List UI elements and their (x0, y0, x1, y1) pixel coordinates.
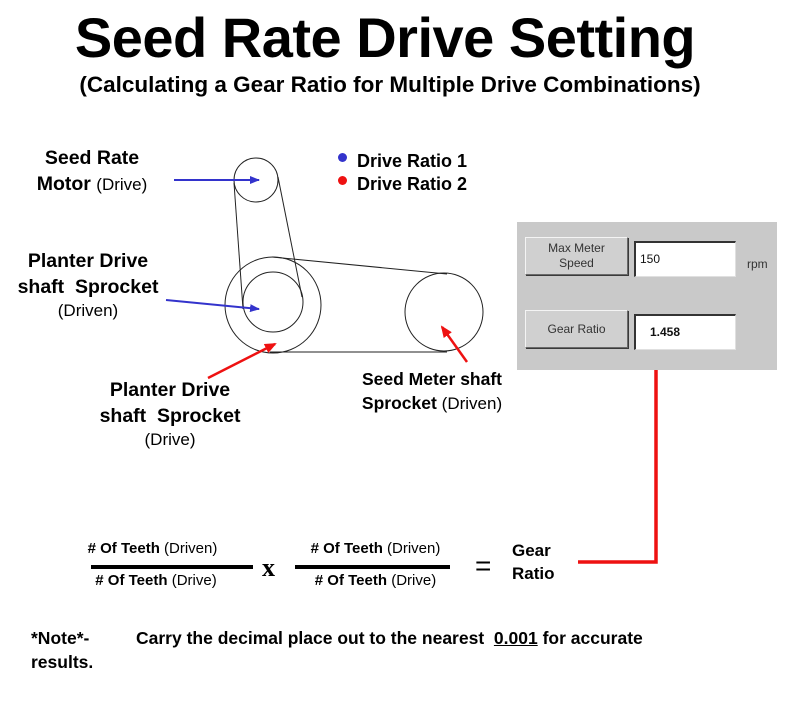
arrow-red-planter-drive (207, 342, 277, 380)
label-line: Seed Rate (44, 147, 140, 169)
legend: Drive Ratio 1 Drive Ratio 2 (338, 150, 467, 196)
label-line: shaft Sprocket (17, 276, 159, 298)
gear-ratio-field[interactable]: 1.458 (634, 314, 736, 350)
note-prefix: *Note*- (31, 628, 90, 648)
legend-item-drive-ratio-1: Drive Ratio 1 (338, 150, 467, 173)
label-line: Seed Meter shaft (361, 369, 503, 389)
rpm-unit-label: rpm (747, 257, 768, 271)
multiply-sign: x (262, 553, 275, 582)
formula-bold: # Of Teeth (310, 540, 383, 557)
fraction-2-numerator: # Of Teeth (Driven) (293, 540, 458, 557)
fraction-2-denominator: # Of Teeth (Drive) (293, 572, 458, 589)
label-line: Planter Drive (27, 250, 149, 272)
arrow-red-seed-meter (440, 325, 469, 363)
label-line: Motor (Drive) (22, 171, 162, 198)
settings-panel: Max Meter Speed 150 rpm Gear Ratio 1.458 (517, 222, 777, 370)
blue-dot-icon (338, 153, 347, 162)
formula-normal: (Driven) (164, 540, 218, 557)
note-text: for accurate (542, 628, 643, 648)
legend-item-drive-ratio-2: Drive Ratio 2 (338, 173, 467, 196)
formula-bold: # Of Teeth (314, 572, 388, 589)
gear-ratio-result: Gear Ratio (512, 539, 555, 585)
fraction-2-bar (295, 565, 450, 569)
note: *Note*- Carry the decimal place out to th… (31, 626, 751, 674)
planter-drive-sprocket-outer (224, 256, 322, 354)
formula-normal: (Driven) (387, 540, 441, 557)
seed-meter-sprocket (404, 272, 484, 352)
label-line: Planter Drive (109, 379, 231, 401)
note-line-2: results. (31, 652, 94, 672)
label-line: shaft Sprocket (99, 405, 241, 427)
label-planter-drive-driven: Planter Drive shaft Sprocket (Driven) (2, 248, 174, 322)
arrow-red-gear-ratio (578, 344, 661, 564)
formula-bold: # Of Teeth (95, 572, 168, 589)
result-line: Gear (512, 541, 551, 560)
fraction-1-denominator: # Of Teeth (Drive) (76, 572, 236, 589)
chain-line (277, 176, 303, 298)
label-line: (Drive) (144, 430, 196, 449)
note-highlight: 0.001 (493, 628, 538, 648)
planter-drive-sprocket-inner (242, 271, 304, 333)
formula-normal: (Drive) (171, 572, 217, 589)
label-line: Sprocket (Driven) (346, 391, 518, 416)
max-meter-speed-button[interactable]: Max Meter Speed (525, 237, 628, 275)
label-bold: Motor (36, 173, 91, 195)
fraction-1-bar (91, 565, 253, 569)
formula-bold: # Of Teeth (87, 540, 160, 557)
legend-label: Drive Ratio 1 (357, 151, 468, 171)
chain-line (271, 256, 448, 275)
label-seed-meter: Seed Meter shaft Sprocket (Driven) (346, 367, 518, 416)
label-seed-rate-motor: Seed Rate Motor (Drive) (22, 145, 162, 198)
chain-line (233, 182, 244, 310)
red-dot-icon (338, 176, 347, 185)
arrow-blue-planter-driven (165, 299, 260, 313)
label-bold: Sprocket (361, 393, 437, 413)
max-meter-speed-field[interactable]: 150 (634, 241, 736, 277)
gear-ratio-button[interactable]: Gear Ratio (525, 310, 628, 348)
result-line: Ratio (512, 564, 555, 583)
legend-label: Drive Ratio 2 (357, 174, 468, 194)
equals-sign: = (475, 550, 492, 581)
formula-normal: (Drive) (391, 572, 437, 589)
label-normal: (Driven) (441, 394, 503, 413)
label-planter-drive-drive: Planter Drive shaft Sprocket (Drive) (85, 377, 255, 451)
page-title: Seed Rate Drive Setting (74, 6, 696, 69)
fraction-1-numerator: # Of Teeth (Driven) (70, 540, 235, 557)
label-line: (Driven) (57, 301, 119, 320)
note-line-1: *Note*- Carry the decimal place out to th… (31, 626, 751, 650)
label-normal: (Drive) (96, 175, 148, 194)
page-subtitle: (Calculating a Gear Ratio for Multiple D… (79, 72, 701, 97)
note-text: Carry the decimal place out to the neare… (136, 628, 485, 648)
